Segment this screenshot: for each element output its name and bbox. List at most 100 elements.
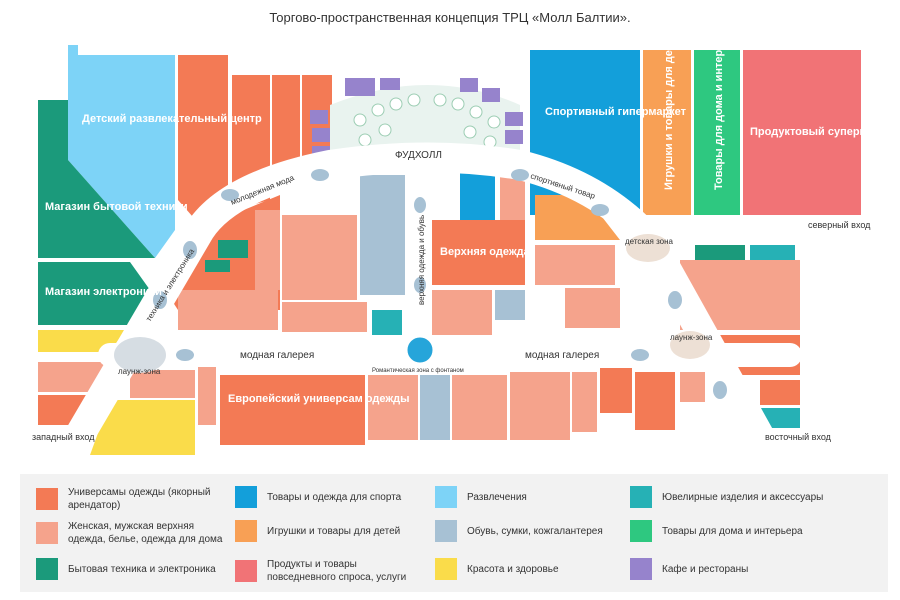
legend-label: Женская, мужская верхняя одежда, белье, … <box>68 521 223 545</box>
label-clothes-shoes: верхняя одежда и обувь <box>417 215 426 305</box>
label-romantic-zone: Романтическая зона с фонтаном <box>372 368 464 374</box>
electronics-block[interactable] <box>38 262 150 325</box>
label-home-goods: Товары для дома и интерьера <box>713 38 725 190</box>
shop-bottom-6[interactable] <box>600 368 632 413</box>
legend-swatch <box>235 520 257 542</box>
shop-bottom-2[interactable] <box>420 375 450 440</box>
legend-item-sport: Товары и одежда для спорта <box>235 486 415 508</box>
shop-bottom-7[interactable] <box>635 372 675 430</box>
center-shop-right-coral[interactable] <box>500 175 525 220</box>
lounge-zone-right <box>670 331 710 359</box>
legend-swatch <box>435 558 457 580</box>
legend-label: Бытовая техника и электроника <box>68 563 216 575</box>
legend-item-entertainment: Развлечения <box>435 486 615 508</box>
center-shop-right-3[interactable] <box>495 290 525 320</box>
shop-bottom-1[interactable] <box>368 375 418 440</box>
legend-label: Ювелирные изделия и аксессуары <box>662 491 824 503</box>
kids-zone-spot <box>626 234 670 262</box>
legend-label: Универсамы одежды (якорный арендатор) <box>68 487 211 511</box>
legend-swatch <box>435 520 457 542</box>
anchor-block-left[interactable] <box>178 55 228 225</box>
shop-green-2[interactable] <box>205 260 230 272</box>
legend-item-toys: Игрушки и товары для детей <box>235 520 415 542</box>
legend-item-anchor-clothing: Универсамы одежды (якорный арендатор) <box>36 486 216 512</box>
grocery-block[interactable] <box>743 50 861 215</box>
shop-bottom-5[interactable] <box>572 372 597 432</box>
label-kids-zone: детская зона <box>625 237 674 246</box>
center-clothing-block[interactable] <box>282 215 357 300</box>
shop-yellow-left-2[interactable] <box>90 400 195 455</box>
label-electronics: Магазин электроники <box>45 286 162 298</box>
label-kids-entertainment: Детский развлекательный центр <box>82 113 262 125</box>
label-outerwear: Верхняя одежда <box>440 246 531 258</box>
label-fashion-gallery-left: модная галерея <box>240 350 314 361</box>
euro-dept-block[interactable] <box>220 375 365 445</box>
legend-swatch <box>435 486 457 508</box>
right-mid-block-2[interactable] <box>535 245 615 285</box>
outerwear-block[interactable] <box>432 220 525 285</box>
legend-swatch <box>630 520 652 542</box>
mall-floor-plan: Детский развлекательный центр Магазин бы… <box>32 38 898 468</box>
kids-entertainment-block[interactable] <box>68 45 175 258</box>
legend-swatch <box>630 558 652 580</box>
legend-item-jewelry: Ювелирные изделия и аксессуары <box>630 486 870 508</box>
label-west-entrance: западный вход <box>32 432 95 442</box>
appliances-block[interactable] <box>38 100 155 258</box>
legend-swatch <box>36 488 58 510</box>
label-fashion-gallery-right: модная галерея <box>525 350 599 361</box>
legend-label: Продукты и товары повседневного спроса, … <box>267 559 407 583</box>
center-shoes-block[interactable] <box>360 175 405 295</box>
legend-label: Обувь, сумки, кожгалантерея <box>467 525 603 537</box>
legend-label: Развлечения <box>467 491 527 503</box>
legend-label: Красота и здоровье <box>467 563 559 575</box>
shop-coral-left-4[interactable] <box>198 365 216 425</box>
label-toys: Игрушки и товары для детей <box>663 38 675 190</box>
legend-item-grocery: Продукты и товары повседневного спроса, … <box>235 558 425 584</box>
lounge-zone-left <box>114 337 166 373</box>
center-shop-coral-2[interactable] <box>282 302 367 332</box>
legend-label: Товары и одежда для спорта <box>267 491 402 503</box>
foodcourt-tables <box>353 93 501 149</box>
label-east-entrance: восточный вход <box>765 432 832 442</box>
right-mid-block-3[interactable] <box>565 288 620 328</box>
legend-swatch <box>36 522 58 544</box>
label-lounge-left: лаунж-зона <box>118 367 161 376</box>
right-lower-block-2[interactable] <box>760 408 800 428</box>
legend-item-apparel: Женская, мужская верхняя одежда, белье, … <box>36 520 226 546</box>
shop-bottom-4[interactable] <box>510 372 570 440</box>
page-title: Торгово-пространственная концепция ТРЦ «… <box>269 10 631 25</box>
right-mid-block-1[interactable] <box>535 195 620 240</box>
legend: Универсамы одежды (якорный арендатор) То… <box>20 474 888 592</box>
corridor-seats <box>153 169 727 399</box>
shop-bottom-3[interactable] <box>452 375 507 440</box>
right-lower-block[interactable] <box>760 380 800 405</box>
shop-green-1[interactable] <box>218 240 248 258</box>
legend-item-shoes: Обувь, сумки, кожгалантерея <box>435 520 625 542</box>
label-appliances: Магазин бытовой техники <box>45 201 188 213</box>
shop-coral-light-1[interactable] <box>178 290 278 330</box>
center-shop-jewelry[interactable] <box>372 310 402 335</box>
legend-item-appliances: Бытовая техника и электроника <box>36 558 226 580</box>
toys-block[interactable] <box>643 50 691 215</box>
legend-swatch <box>235 486 257 508</box>
right-mid-block-7[interactable] <box>750 245 795 260</box>
legend-item-home: Товары для дома и интерьера <box>630 520 870 542</box>
label-euro-dept: Европейский универсам одежды <box>228 393 410 405</box>
legend-label: Кафе и рестораны <box>662 563 749 575</box>
center-shop-right-2[interactable] <box>432 290 492 335</box>
label-sport-hyper: Спортивный гипермаркет <box>545 106 687 118</box>
label-grocery: Продуктовый супермаркет <box>750 126 898 138</box>
home-goods-block[interactable] <box>694 50 740 215</box>
legend-item-beauty: Красота и здоровье <box>435 558 615 580</box>
shop-bottom-8[interactable] <box>680 372 705 402</box>
legend-label: Игрушки и товары для детей <box>267 525 401 537</box>
legend-swatch <box>36 558 58 580</box>
label-foodcourt: ФУДХОЛЛ <box>395 150 442 161</box>
legend-swatch <box>235 560 257 582</box>
label-lounge-right: лаунж-зона <box>670 333 713 342</box>
shop-coral-light-2[interactable] <box>255 210 280 290</box>
shop-coral-left-3[interactable] <box>130 370 195 398</box>
legend-item-cafe: Кафе и рестораны <box>630 558 870 580</box>
right-mid-block-6[interactable] <box>695 245 745 260</box>
legend-label: Товары для дома и интерьера <box>662 525 803 537</box>
